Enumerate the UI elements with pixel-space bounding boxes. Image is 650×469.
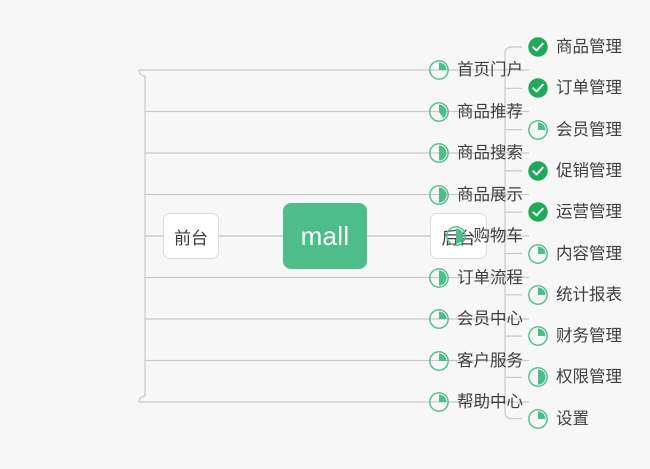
check-circle-icon (528, 37, 548, 57)
leaf-node-label: 会员中心 (457, 310, 523, 328)
leaf-node-left-7[interactable]: 客户服务 (428, 348, 523, 374)
leaf-node-left-5[interactable]: 订单流程 (428, 265, 523, 291)
leaf-node-label: 订单管理 (556, 79, 622, 98)
leaf-node-label: 客户服务 (457, 351, 523, 370)
pie-progress-icon (528, 367, 548, 388)
leaf-node-right-5[interactable]: 内容管理 (527, 241, 622, 267)
pie-progress-icon (429, 267, 449, 288)
connector-line (504, 412, 522, 420)
pie-progress-icon (429, 184, 449, 205)
leaf-node-label: 内容管理 (556, 244, 622, 263)
leaf-node-right-9[interactable]: 设置 (527, 406, 589, 432)
connector-line (138, 395, 529, 403)
pie-progress-icon (429, 309, 449, 329)
leaf-node-label: 促销管理 (556, 161, 622, 180)
leaf-node-label: 统计报表 (556, 285, 622, 304)
leaf-node-label: 财务管理 (556, 327, 622, 346)
pie-progress-icon (429, 392, 449, 412)
leaf-node-label: 会员管理 (556, 120, 622, 139)
check-circle-icon (528, 78, 548, 99)
leaf-node-label: 首页门户 (457, 61, 523, 79)
root-node-label: mall (300, 220, 350, 251)
leaf-node-label: 商品搜索 (457, 144, 523, 162)
root-node-mall[interactable]: mall (283, 203, 367, 269)
pie-progress-icon (429, 143, 449, 163)
pie-progress-icon (528, 243, 548, 264)
pie-progress-icon (528, 326, 548, 346)
leaf-node-right-1[interactable]: 订单管理 (527, 75, 622, 101)
branch-node-front-label: 前台 (174, 228, 208, 248)
leaf-node-left-0[interactable]: 首页门户 (428, 57, 523, 83)
pie-progress-icon (528, 119, 548, 140)
pie-progress-icon (429, 60, 449, 80)
branch-node-front[interactable]: 前台 (163, 213, 219, 259)
leaf-node-label: 购物车 (473, 227, 524, 245)
leaf-node-label: 设置 (556, 409, 589, 428)
leaf-node-label: 权限管理 (556, 368, 622, 387)
leaf-node-right-2[interactable]: 会员管理 (527, 117, 622, 143)
pie-progress-icon (528, 408, 548, 429)
leaf-node-label: 订单流程 (457, 268, 523, 287)
leaf-node-label: 运营管理 (556, 203, 622, 222)
leaf-node-left-6[interactable]: 会员中心 (428, 306, 523, 332)
leaf-node-right-8[interactable]: 权限管理 (527, 364, 622, 390)
pie-progress-icon (429, 101, 449, 122)
leaf-node-right-4[interactable]: 运营管理 (527, 199, 622, 225)
pie-progress-icon (429, 350, 449, 371)
pie-progress-icon (528, 284, 548, 305)
leaf-node-label: 帮助中心 (457, 393, 523, 411)
leaf-node-left-1[interactable]: 商品推荐 (428, 99, 523, 125)
leaf-node-left-3[interactable]: 商品展示 (428, 182, 523, 208)
check-circle-icon (528, 202, 548, 222)
leaf-node-label: 商品管理 (556, 38, 622, 56)
leaf-node-left-2[interactable]: 商品搜索 (428, 140, 523, 166)
leaf-node-right-7[interactable]: 财务管理 (527, 323, 622, 349)
leaf-node-label: 商品展示 (457, 185, 523, 204)
leaf-node-right-0[interactable]: 商品管理 (527, 34, 622, 60)
leaf-node-left-8[interactable]: 帮助中心 (428, 389, 523, 415)
leaf-node-right-6[interactable]: 统计报表 (527, 282, 622, 308)
connector-line (504, 46, 522, 54)
connector-line (138, 69, 529, 77)
leaf-node-right-3[interactable]: 促销管理 (527, 158, 622, 184)
leaf-node-left-4[interactable]: 购物车 (445, 223, 524, 249)
leaf-node-label: 商品推荐 (457, 102, 523, 121)
check-circle-icon (528, 161, 548, 181)
pie-progress-icon (445, 226, 466, 246)
